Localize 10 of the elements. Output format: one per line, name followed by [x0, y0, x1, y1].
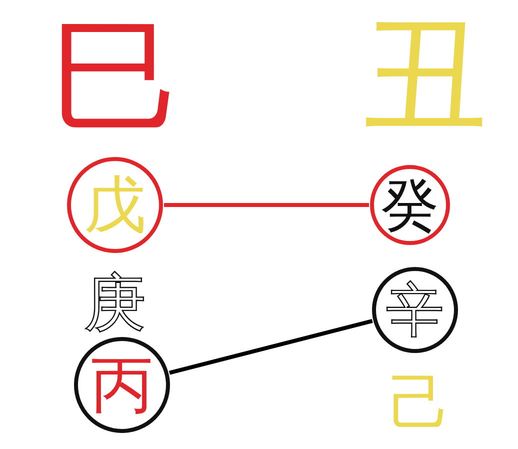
- character-label: 巳: [50, 12, 180, 142]
- connector-line: [164, 203, 369, 207]
- character-label: 己: [388, 365, 452, 440]
- circled-character: 戊: [67, 157, 163, 253]
- character-label: 丑: [360, 12, 490, 142]
- character-label: 庚: [83, 265, 147, 340]
- connector-line: [168, 318, 373, 375]
- circled-character: 丙: [74, 337, 170, 433]
- circled-character: 癸: [370, 165, 450, 245]
- circled-character: 辛: [372, 267, 458, 353]
